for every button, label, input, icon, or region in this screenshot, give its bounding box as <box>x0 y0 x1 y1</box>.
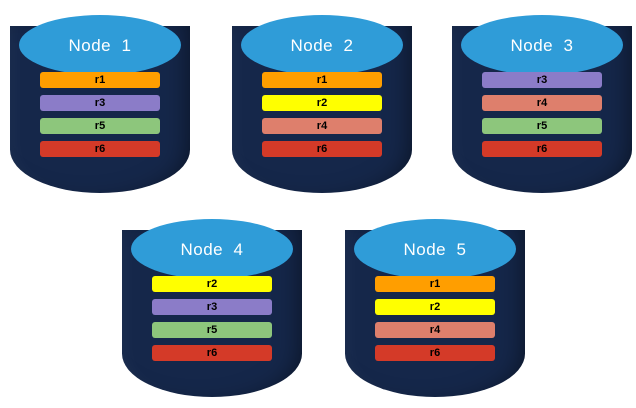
cylinder-top-disc: Node 2 <box>241 15 403 75</box>
replica-bar[interactable]: r5 <box>152 322 272 338</box>
replica-bar[interactable]: r4 <box>262 118 382 134</box>
replica-bar[interactable]: r6 <box>262 141 382 157</box>
replica-bar[interactable]: r6 <box>40 141 160 157</box>
replica-list: r1 r3 r5 r6 <box>40 72 160 157</box>
node-title: Node 3 <box>510 35 574 55</box>
replica-bar[interactable]: r6 <box>375 345 495 361</box>
cylinder-top-disc: Node 5 <box>354 219 516 279</box>
replica-bar[interactable]: r2 <box>375 299 495 315</box>
replica-bar[interactable]: r5 <box>40 118 160 134</box>
replica-list: r1 r2 r4 r6 <box>375 276 495 361</box>
replica-bar[interactable]: r4 <box>482 95 602 111</box>
cylinder-top-disc: Node 4 <box>131 219 293 279</box>
replica-list: r1 r2 r4 r6 <box>262 72 382 157</box>
replica-bar[interactable]: r2 <box>262 95 382 111</box>
database-node-cylinder[interactable]: Node 4 r2 r3 r5 r6 <box>122 212 302 397</box>
replica-bar[interactable]: r1 <box>262 72 382 88</box>
replica-bar[interactable]: r1 <box>40 72 160 88</box>
replica-bar[interactable]: r3 <box>152 299 272 315</box>
database-node-cylinder[interactable]: Node 3 r3 r4 r5 r6 <box>452 8 632 193</box>
cylinder-top-disc: Node 1 <box>19 15 181 75</box>
replica-list: r2 r3 r5 r6 <box>152 276 272 361</box>
replica-bar[interactable]: r6 <box>152 345 272 361</box>
node-title: Node 5 <box>403 239 467 259</box>
replica-bar[interactable]: r3 <box>40 95 160 111</box>
database-node-cylinder[interactable]: Node 2 r1 r2 r4 r6 <box>232 8 412 193</box>
replica-list: r3 r4 r5 r6 <box>482 72 602 157</box>
database-node-cylinder[interactable]: Node 1 r1 r3 r5 r6 <box>10 8 190 193</box>
replica-bar[interactable]: r2 <box>152 276 272 292</box>
replica-bar[interactable]: r3 <box>482 72 602 88</box>
node-title: Node 4 <box>180 239 244 259</box>
node-title: Node 2 <box>290 35 354 55</box>
node-title: Node 1 <box>68 35 132 55</box>
replica-bar[interactable]: r1 <box>375 276 495 292</box>
replica-bar[interactable]: r5 <box>482 118 602 134</box>
cylinder-top-disc: Node 3 <box>461 15 623 75</box>
database-node-cylinder[interactable]: Node 5 r1 r2 r4 r6 <box>345 212 525 397</box>
replica-bar[interactable]: r6 <box>482 141 602 157</box>
replica-bar[interactable]: r4 <box>375 322 495 338</box>
